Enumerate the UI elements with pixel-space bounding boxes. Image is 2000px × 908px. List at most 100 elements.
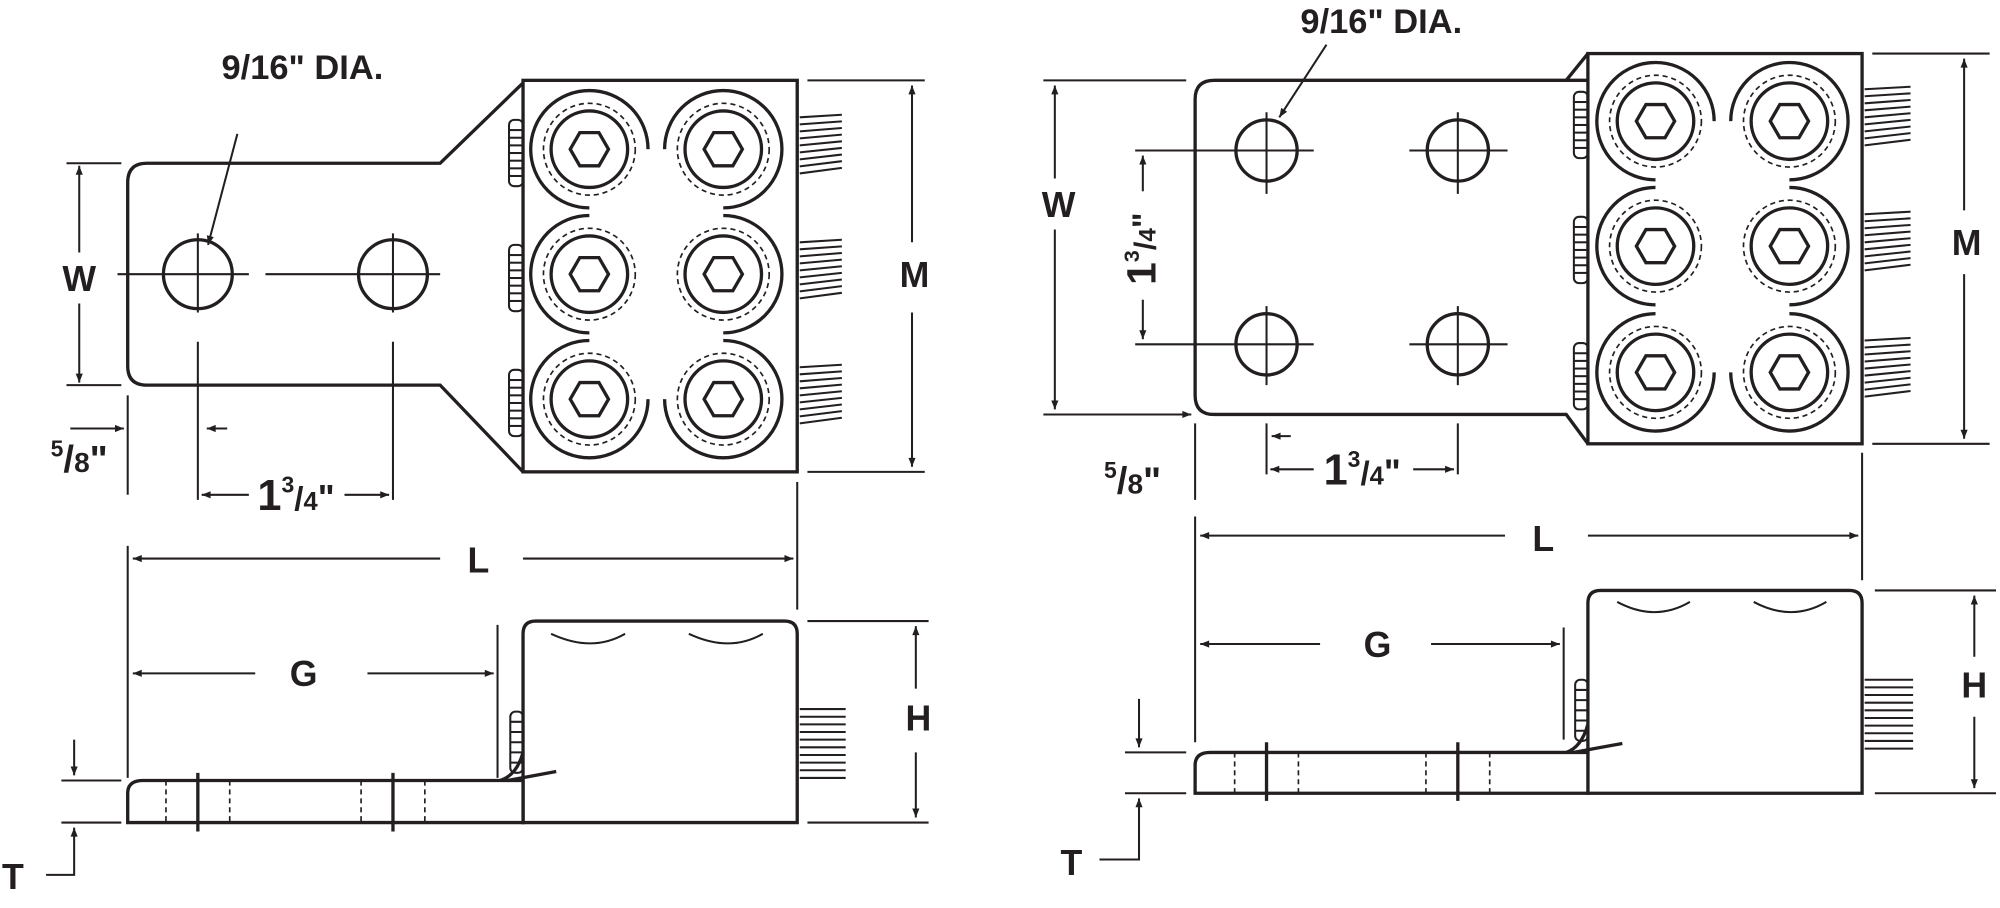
washer-outline xyxy=(1742,199,1837,293)
strand-line xyxy=(799,140,842,147)
edge-distance-dimension: 5/8" xyxy=(51,395,129,495)
vertical-spacing-denominator: 4 xyxy=(1135,228,1162,242)
bolt-head xyxy=(1615,206,1696,287)
strand-line xyxy=(1864,112,1911,119)
strand-line xyxy=(1864,210,1911,216)
conductor-strands xyxy=(799,113,843,425)
strand-line xyxy=(1864,98,1911,105)
lug-tongue-side xyxy=(126,778,525,825)
washer-outline xyxy=(1742,325,1837,420)
lug-barrel-side xyxy=(521,619,799,825)
strand-line xyxy=(1864,118,1911,126)
washer-outline xyxy=(676,227,771,321)
washer-outline xyxy=(1608,199,1703,293)
svg-text:5/8": 5/8" xyxy=(51,436,108,481)
set-screw-stubs xyxy=(1572,90,1589,411)
width-dimension: W xyxy=(1042,79,1187,416)
strand-line xyxy=(799,113,842,119)
tongue-length-dimension: G xyxy=(132,624,499,778)
bolt-head xyxy=(683,234,764,315)
bolt-head xyxy=(683,109,764,190)
g-label: G xyxy=(1364,625,1392,665)
hole-spacing-whole: 1 xyxy=(1324,447,1348,495)
edge-distance-unit: " xyxy=(90,438,108,481)
strand-line xyxy=(799,265,842,272)
strand-line xyxy=(799,370,842,376)
strand-line xyxy=(799,166,843,175)
m-label: M xyxy=(900,255,930,295)
strand-line xyxy=(799,133,842,140)
lug-barrel-side xyxy=(1586,588,1864,795)
strand-line xyxy=(799,120,842,126)
strand-line xyxy=(799,245,842,251)
g-label: G xyxy=(290,654,318,694)
length-dimension: L xyxy=(1194,452,1864,743)
washer-outline xyxy=(542,352,637,446)
hex-socket-icon xyxy=(1768,102,1811,140)
strand-line xyxy=(1864,257,1911,265)
washer-outline xyxy=(1608,325,1703,420)
strand-line xyxy=(799,251,842,258)
hex-socket-icon xyxy=(568,130,611,168)
bolt-pattern xyxy=(1595,60,1850,433)
hole-spacing-dimension: 13/4" xyxy=(196,341,394,520)
vertical-spacing-whole: 1 xyxy=(1119,262,1165,285)
two-hole-lug-drawing: W M 9/16" DIA. 5/8" 13/4" L xyxy=(2,49,931,897)
edge-distance-denominator: 8 xyxy=(74,447,90,478)
two-hole-lug-top-view xyxy=(117,78,843,474)
strand-line xyxy=(1864,237,1911,244)
strand-line xyxy=(799,390,842,397)
bolt-web-fill xyxy=(1655,121,1790,373)
width-label: W xyxy=(62,259,96,299)
hex-socket-icon xyxy=(1634,227,1677,265)
strand-line xyxy=(1864,370,1911,377)
washer-outline xyxy=(1608,74,1703,168)
strand-line xyxy=(1864,85,1911,91)
hex-socket-icon xyxy=(1768,227,1811,265)
strand-line xyxy=(799,258,842,265)
edge-distance-unit: " xyxy=(1143,460,1161,503)
edge-distance-dimension: 5/8" xyxy=(1104,410,1197,503)
edge-distance-denominator: 8 xyxy=(1127,469,1143,500)
strand-line xyxy=(799,271,842,279)
width-label: W xyxy=(1042,185,1076,225)
hex-socket-icon xyxy=(568,255,611,293)
washer-outline xyxy=(676,102,771,196)
bolt-head xyxy=(549,109,630,190)
conductor-strands xyxy=(1864,85,1911,398)
h-label: H xyxy=(905,699,931,739)
strand-line xyxy=(1864,376,1911,384)
strand-line xyxy=(1864,125,1911,133)
barrel-height-dimension-m: M xyxy=(1872,52,1990,445)
barrel-height-dimension-h: H xyxy=(807,620,931,824)
hole-spacing-dimension: 13/4" xyxy=(1265,423,1459,495)
edge-distance-numerator: 5 xyxy=(1104,457,1117,483)
hole-centerline xyxy=(117,233,441,313)
vertical-hole-spacing-dimension: 13/4" xyxy=(1119,155,1165,340)
strand-line xyxy=(1864,217,1911,223)
strand-line xyxy=(799,278,842,286)
hex-socket-icon xyxy=(702,255,745,293)
strand-line xyxy=(1864,336,1911,342)
strand-line xyxy=(799,285,842,293)
thickness-dimension: T xyxy=(2,739,122,897)
hole-diameter-label: 9/16" DIA. xyxy=(1300,3,1462,41)
strand-line xyxy=(1864,250,1911,258)
strand-line xyxy=(1864,343,1911,349)
thickness-dimension: T xyxy=(1061,698,1187,883)
strand-line xyxy=(799,160,842,168)
strand-line xyxy=(1864,105,1911,112)
strand-line xyxy=(1864,138,1911,147)
strand-line xyxy=(1864,356,1911,363)
hex-socket-icon xyxy=(1768,354,1811,391)
hole-spacing-denominator: 4 xyxy=(304,488,319,516)
hole-diameter-callout: 9/16" DIA. xyxy=(206,49,383,246)
strand-line xyxy=(1864,389,1911,398)
lug-tongue-side xyxy=(1193,750,1590,795)
m-label: M xyxy=(1952,223,1982,263)
hex-socket-icon xyxy=(1634,102,1677,140)
hole-spacing-whole: 1 xyxy=(257,472,281,520)
bolt-pattern xyxy=(529,88,784,460)
strand-line xyxy=(799,238,842,244)
strand-line xyxy=(799,363,842,369)
